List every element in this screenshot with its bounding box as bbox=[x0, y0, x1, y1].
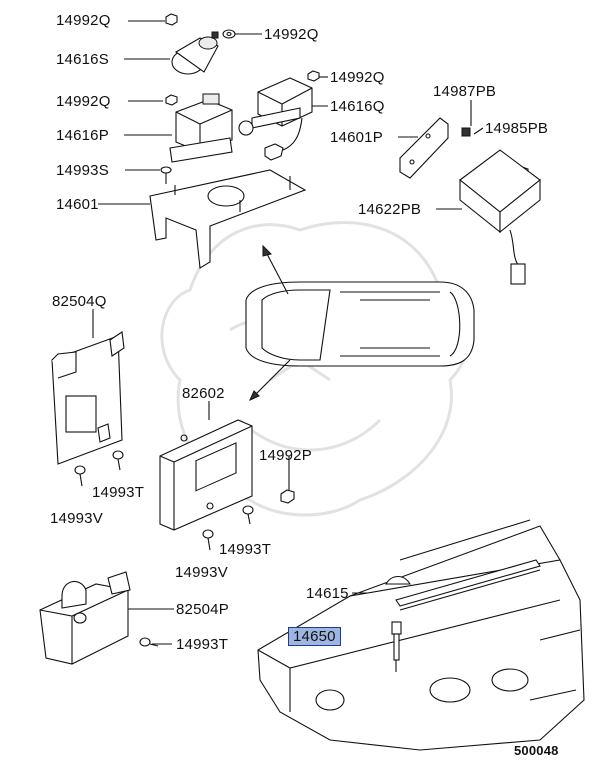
solenoid-14616q bbox=[238, 77, 313, 161]
callout-14993t-left: 14993T bbox=[92, 484, 145, 501]
control-unit-14622pb bbox=[459, 149, 541, 285]
vehicle-outline bbox=[245, 281, 475, 367]
callout-14987pb: 14987PB bbox=[433, 83, 497, 100]
screw-14993t-bottom bbox=[139, 637, 159, 647]
callout-14992q-left: 14992Q bbox=[56, 93, 111, 110]
callout-14993t-right: 14993T bbox=[219, 541, 272, 558]
callout-14615: 14615 bbox=[306, 585, 349, 602]
callout-14993t-bottom: 14993T bbox=[176, 636, 229, 653]
nut-14992q-right bbox=[307, 70, 320, 82]
bolt-14993s bbox=[160, 166, 172, 184]
screw-14993v-left bbox=[74, 465, 86, 487]
washer-14992q bbox=[222, 29, 236, 39]
solenoid-14616s bbox=[171, 31, 219, 75]
callout-14993s: 14993S bbox=[56, 162, 109, 179]
diagram-reference-number: 500048 bbox=[514, 743, 559, 758]
screw-14993t-left bbox=[112, 450, 124, 471]
callout-14616p: 14616P bbox=[56, 127, 109, 144]
callout-14616q: 14616Q bbox=[330, 98, 385, 115]
callout-14985pb: 14985PB bbox=[485, 120, 549, 137]
solenoid-14616p bbox=[169, 93, 233, 163]
bracket-14601p bbox=[399, 117, 449, 179]
screw-14993v-right bbox=[202, 529, 214, 551]
nut-14992p bbox=[280, 489, 295, 504]
callout-82504p: 82504P bbox=[176, 601, 229, 618]
callout-14622pb: 14622PB bbox=[358, 201, 422, 218]
callout-14650-highlighted[interactable]: 14650 bbox=[288, 627, 341, 646]
callout-82504q: 82504Q bbox=[52, 293, 107, 310]
callout-14601: 14601 bbox=[56, 196, 99, 213]
pointer-arrows bbox=[249, 244, 291, 401]
nut-14992q-top bbox=[165, 13, 178, 26]
callout-14601p: 14601P bbox=[330, 129, 383, 146]
bracket-82504p bbox=[39, 571, 131, 665]
bracket-14601 bbox=[149, 169, 307, 269]
callout-14616s: 14616S bbox=[56, 51, 109, 68]
callout-14993v-right: 14993V bbox=[175, 564, 228, 581]
callout-14993v-left: 14993V bbox=[50, 510, 103, 527]
callout-82602: 82602 bbox=[182, 385, 225, 402]
callout-14992p: 14992P bbox=[259, 447, 312, 464]
screw-14993t-right bbox=[242, 505, 254, 525]
bracket-82504q bbox=[51, 331, 125, 465]
leader-lines bbox=[92, 20, 484, 645]
engine-block bbox=[257, 519, 585, 751]
callout-14992q-top: 14992Q bbox=[56, 12, 111, 29]
glow-plug-14650 bbox=[391, 621, 402, 672]
bolt-14987pb bbox=[461, 127, 471, 137]
gasket-14615 bbox=[395, 559, 541, 607]
nut-14992q-left bbox=[165, 94, 178, 106]
control-module-82602 bbox=[159, 419, 253, 531]
callout-14992q-right: 14992Q bbox=[330, 69, 385, 86]
callout-14992q-washer: 14992Q bbox=[264, 26, 319, 43]
